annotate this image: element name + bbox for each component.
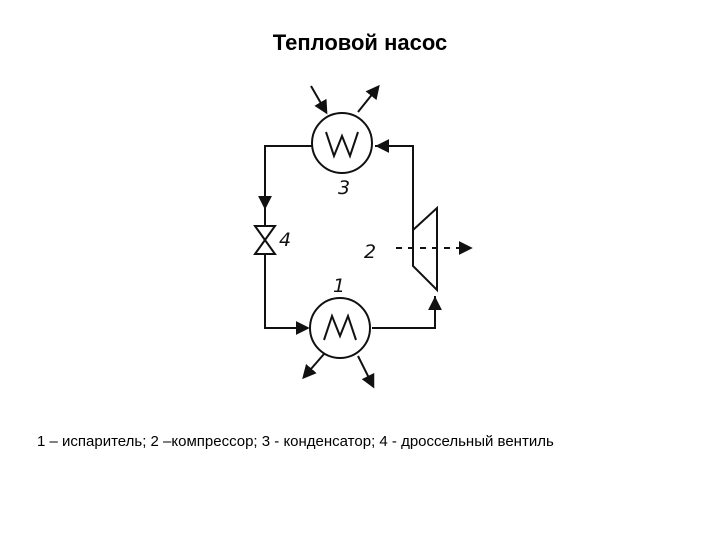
compressor-symbol bbox=[412, 205, 438, 293]
label-condenser: 3 bbox=[338, 177, 350, 199]
label-compressor: 2 bbox=[364, 241, 376, 263]
label-evaporator: 1 bbox=[333, 275, 345, 297]
legend-caption: 1 – испаритель; 2 –компрессор; 3 - конде… bbox=[37, 433, 554, 450]
label-valve: 4 bbox=[279, 229, 291, 251]
throttle-valve-symbol bbox=[253, 225, 277, 255]
condenser-outlet-arrow bbox=[357, 84, 380, 113]
evaporator-inlet-arrow bbox=[357, 355, 375, 389]
pipe-left-upper bbox=[264, 145, 312, 226]
pipe-left-lower bbox=[264, 254, 308, 329]
condenser-symbol bbox=[311, 112, 373, 174]
diagram-title: Тепловой насос bbox=[272, 30, 448, 55]
pipe-right-upper bbox=[375, 145, 414, 230]
evaporator-symbol bbox=[309, 297, 371, 359]
pipe-bottom-right bbox=[372, 296, 436, 329]
evaporator-outlet-arrow bbox=[302, 353, 325, 380]
condenser-inlet-arrow bbox=[310, 85, 328, 115]
